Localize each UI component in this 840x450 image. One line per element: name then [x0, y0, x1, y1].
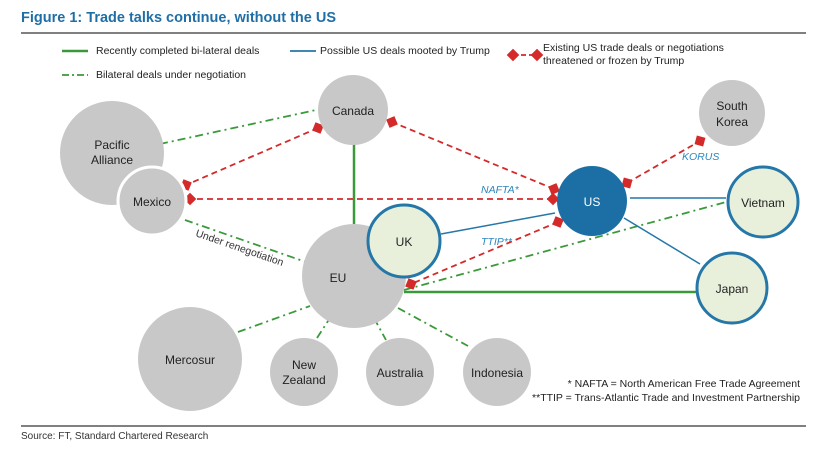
legend-possible-us: Possible US deals mooted by Trump: [320, 45, 490, 57]
legend-completed: Recently completed bi-lateral deals: [96, 45, 260, 57]
node-new-zealand: [270, 338, 338, 406]
edge-eu-newzealand: [316, 317, 331, 339]
node-indonesia: [463, 338, 531, 406]
title-divider: [21, 32, 806, 34]
node-south-korea: [699, 80, 765, 146]
node-mexico: [116, 165, 188, 237]
figure-title: Figure 1: Trade talks continue, without …: [21, 10, 337, 26]
edge-us-eu: [405, 216, 564, 290]
edge-mexico-eu: [184, 219, 307, 263]
node-japan: [695, 251, 769, 325]
node-label-new-zealand-2: Zealand: [282, 373, 325, 387]
node-us: [557, 166, 627, 236]
node-label-south-korea-2: Korea: [716, 115, 748, 129]
node-uk: [366, 203, 442, 279]
node-label-new-zealand-1: New: [292, 358, 316, 372]
source-divider: [21, 425, 806, 427]
node-label-mercosur: Mercosur: [165, 353, 215, 367]
node-label-canada: Canada: [332, 104, 374, 118]
node-label-us: US: [584, 195, 601, 209]
edge-us-japan: [623, 217, 701, 265]
node-australia: [366, 338, 434, 406]
node-label-pacific-2: Alliance: [91, 153, 133, 167]
node-label-japan: Japan: [716, 282, 749, 296]
footnote-ttip: **TTIP = Trans-Atlantic Trade and Invest…: [532, 392, 800, 404]
edge-us-southkorea: [621, 135, 706, 189]
node-label-uk: UK: [396, 235, 413, 249]
edge-us-canada: [386, 116, 560, 195]
source-note: Source: FT, Standard Chartered Research: [21, 431, 209, 442]
node-label-indonesia: Indonesia: [471, 366, 523, 380]
edge-label-korus: KORUS: [682, 151, 719, 163]
legend-threatened-1: Existing US trade deals or negotiations: [543, 42, 724, 54]
edge-label-nafta: NAFTA*: [481, 184, 520, 196]
node-label-south-korea-1: South: [716, 99, 747, 113]
edge-canada-mexico: [180, 122, 324, 191]
node-label-vietnam: Vietnam: [741, 196, 785, 210]
legend-negotiation: Bilateral deals under negotiation: [96, 69, 247, 81]
legend-threatened-2: threatened or frozen by Trump: [543, 55, 685, 67]
edge-eu-indonesia: [397, 307, 469, 347]
node-label-australia: Australia: [377, 366, 424, 380]
node-vietnam: [726, 165, 800, 239]
edge-label-ttip: TTIP**: [481, 236, 513, 248]
node-label-pacific-1: Pacific: [94, 138, 129, 152]
edge-pacific-canada: [159, 109, 317, 145]
footnote-nafta: * NAFTA = North American Free Trade Agre…: [567, 378, 800, 390]
edge-label-renegotiation: Under renegotiation: [194, 227, 285, 268]
node-label-eu: EU: [330, 271, 347, 285]
node-mercosur: [138, 307, 242, 411]
edge-eu-mercosur: [237, 305, 311, 333]
node-canada: [318, 75, 388, 145]
node-label-mexico: Mexico: [133, 195, 171, 209]
